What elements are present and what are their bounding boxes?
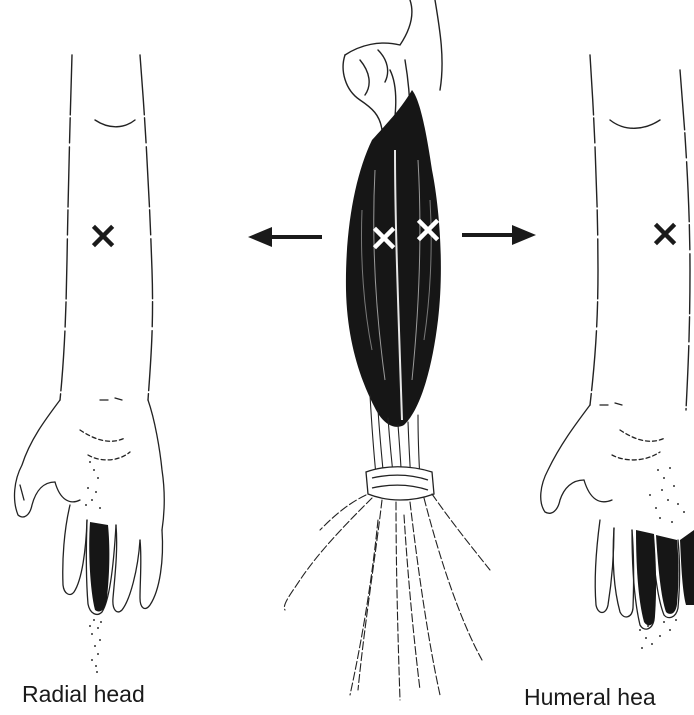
radial-head-caption: Radial head xyxy=(22,681,145,708)
left-arrow-icon xyxy=(248,227,322,247)
right-arrow-icon xyxy=(462,225,536,245)
left-trigger-point-marker: × xyxy=(87,213,119,257)
center-wrist-band xyxy=(366,467,434,500)
right-trigger-point-marker: × xyxy=(649,211,681,255)
humeral-head-caption: Humeral hea xyxy=(524,684,656,711)
center-marker-radial: × xyxy=(368,215,400,259)
center-marker-humeral: × xyxy=(412,207,444,251)
left-hand-outline xyxy=(15,398,165,614)
left-finger-referral-shading xyxy=(89,522,109,612)
right-hand-outline xyxy=(541,403,680,629)
right-finger-referral-shading xyxy=(636,530,694,625)
center-hand-bones xyxy=(284,494,490,700)
